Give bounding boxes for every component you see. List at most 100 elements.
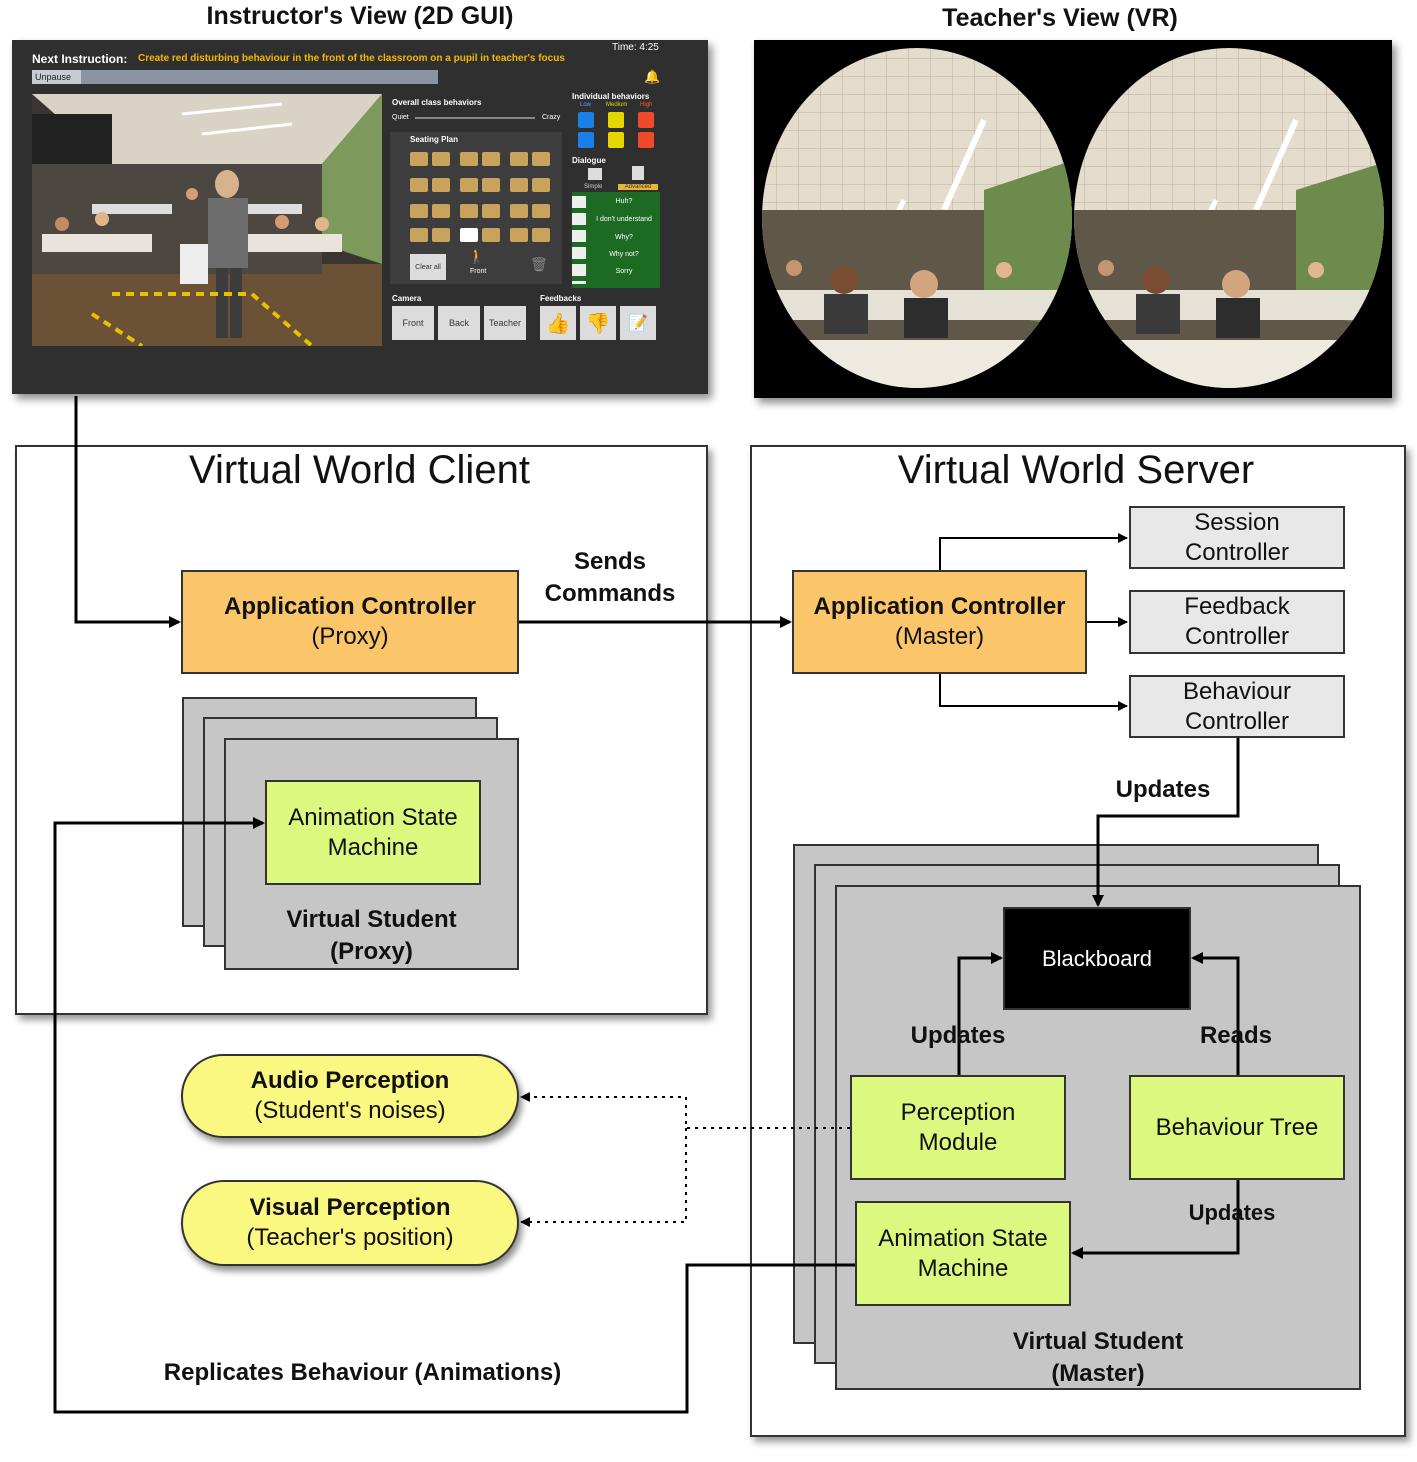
seat[interactable] bbox=[432, 152, 450, 166]
session-controller: Session Controller bbox=[1129, 506, 1345, 569]
behavior-low-2-icon[interactable] bbox=[578, 132, 594, 148]
dialogue-label: Dialogue bbox=[572, 156, 606, 165]
thumbs-up-icon[interactable]: 👍 bbox=[540, 306, 576, 340]
simple-label: Simple bbox=[584, 184, 603, 190]
behavior-medium-2-icon[interactable] bbox=[608, 132, 624, 148]
thumbs-down-icon[interactable]: 👎 bbox=[580, 306, 616, 340]
seat[interactable] bbox=[410, 152, 428, 166]
seat[interactable] bbox=[482, 204, 500, 218]
instructor-view-title: Instructor's View (2D GUI) bbox=[206, 2, 514, 30]
blackboard: Blackboard bbox=[1003, 907, 1191, 1010]
animation-state-machine-proxy: Animation State Machine bbox=[265, 780, 481, 885]
teacher-figure-icon[interactable]: 🚶 bbox=[468, 248, 486, 264]
dialogue-line[interactable]: Sorry bbox=[615, 268, 633, 275]
behavior-high-1-icon[interactable] bbox=[638, 112, 654, 128]
tree-reads-blackboard-arrow bbox=[1191, 952, 1240, 1075]
behavior-medium-1-icon[interactable] bbox=[608, 112, 624, 128]
animation-master-line1: Animation State bbox=[878, 1224, 1048, 1252]
bell-icon[interactable]: 🔔 bbox=[644, 69, 661, 84]
seat[interactable] bbox=[482, 228, 500, 242]
dialogue-line[interactable]: Huh? bbox=[615, 198, 633, 205]
virtual-student-proxy-label: Virtual Student (Proxy) bbox=[224, 904, 519, 969]
hand-icon[interactable] bbox=[632, 166, 644, 180]
timer: Time: 4:25 bbox=[612, 42, 659, 53]
behaviour-line2: Controller bbox=[1184, 707, 1290, 735]
animation-master-line2: Machine bbox=[917, 1254, 1009, 1282]
seat[interactable] bbox=[460, 152, 478, 166]
progress-bar: Unpause bbox=[32, 70, 438, 84]
audio-perception: Audio Perception (Student's noises) bbox=[181, 1054, 519, 1138]
seat[interactable] bbox=[510, 204, 528, 218]
seat[interactable] bbox=[532, 228, 550, 242]
seat[interactable] bbox=[482, 178, 500, 192]
behaviour-to-blackboard-arrow bbox=[1092, 738, 1240, 907]
next-instruction-text: Create red disturbing behaviour in the f… bbox=[138, 53, 565, 64]
camera-teacher-button[interactable]: Teacher bbox=[484, 306, 526, 340]
perception-audio-link bbox=[520, 1092, 850, 1129]
individual-behaviors-label: Individual behaviors bbox=[572, 92, 650, 101]
replicates-behaviour-label: Replicates Behaviour (Animations) bbox=[163, 1359, 562, 1386]
session-line1: Session bbox=[1194, 508, 1280, 536]
seat[interactable] bbox=[410, 228, 428, 242]
seat[interactable] bbox=[510, 152, 528, 166]
student-proxy-line1: Virtual Student bbox=[286, 906, 457, 933]
to-session-arrow bbox=[939, 533, 1128, 570]
app-controller-master: Application Controller (Master) bbox=[792, 570, 1087, 674]
high-label: High bbox=[640, 102, 653, 108]
seat[interactable] bbox=[432, 204, 450, 218]
advanced-tab[interactable]: Advanced bbox=[618, 184, 658, 190]
seat[interactable] bbox=[432, 228, 450, 242]
updates-bt-label: Updates bbox=[1188, 1200, 1276, 1225]
audio-perception-sub: (Student's noises) bbox=[254, 1097, 446, 1124]
seat[interactable] bbox=[532, 152, 550, 166]
dialogue-list: Huh? I don't understand Why? Why not? So… bbox=[572, 192, 660, 288]
clear-all-button[interactable]: Clear all bbox=[410, 254, 446, 280]
seat[interactable] bbox=[432, 178, 450, 192]
sends-commands-label: Sends Commands bbox=[520, 546, 700, 611]
seat[interactable] bbox=[532, 178, 550, 192]
notes-icon[interactable]: 📝 bbox=[620, 306, 656, 340]
replicates-behaviour-arrow bbox=[53, 817, 855, 1414]
perception-visual-link bbox=[520, 1128, 687, 1227]
low-label: Low bbox=[580, 102, 592, 108]
student-proxy-line2: (Proxy) bbox=[330, 938, 413, 966]
camera-label: Camera bbox=[392, 294, 422, 303]
crazy-label: Crazy bbox=[542, 114, 561, 121]
dialogue-line[interactable]: Why? bbox=[615, 234, 633, 241]
behaviour-line1: Behaviour bbox=[1182, 677, 1292, 705]
app-controller-master-name: Application Controller bbox=[813, 593, 1066, 620]
seat[interactable] bbox=[410, 178, 428, 192]
trash-icon[interactable]: 🗑 bbox=[530, 256, 548, 272]
unpause-button[interactable]: Unpause bbox=[32, 70, 81, 84]
seat[interactable] bbox=[410, 204, 428, 218]
teacher-view-title: Teacher's View (VR) bbox=[942, 4, 1178, 32]
seat[interactable] bbox=[482, 152, 500, 166]
dialogue-arrows-icon bbox=[572, 196, 586, 284]
behaviour-tree: Behaviour Tree bbox=[1129, 1075, 1345, 1180]
updates-left-label: Updates bbox=[910, 1022, 1006, 1049]
class-behavior-slider[interactable] bbox=[415, 117, 535, 119]
camera-front-button[interactable]: Front bbox=[392, 306, 434, 340]
seating-plan-label: Seating Plan bbox=[410, 135, 459, 144]
seat[interactable] bbox=[460, 204, 478, 218]
session-line2: Controller bbox=[1184, 538, 1290, 566]
speech-bubble-icon[interactable] bbox=[588, 168, 602, 180]
seat-selected[interactable] bbox=[460, 228, 478, 242]
seat[interactable] bbox=[510, 178, 528, 192]
dialogue-line[interactable]: Why not? bbox=[609, 251, 639, 258]
seat[interactable] bbox=[532, 204, 550, 218]
behavior-low-1-icon[interactable] bbox=[578, 112, 594, 128]
visual-perception-sub: (Teacher's position) bbox=[246, 1224, 454, 1251]
feedback-line1: Feedback bbox=[1184, 593, 1290, 620]
seating-plan-panel: Seating Plan Clear all 🚶 Front 🗑 bbox=[390, 132, 562, 284]
behavior-high-2-icon[interactable] bbox=[638, 132, 654, 148]
perception-line1: Perception bbox=[900, 1098, 1016, 1126]
feedback-controller: Feedback Controller bbox=[1129, 590, 1345, 654]
dialogue-line[interactable]: I don't understand bbox=[596, 216, 652, 223]
perception-to-blackboard-arrow bbox=[957, 952, 1003, 1075]
seat[interactable] bbox=[460, 178, 478, 192]
student-master-line1: Virtual Student bbox=[1012, 1328, 1184, 1355]
seat[interactable] bbox=[510, 228, 528, 242]
camera-back-button[interactable]: Back bbox=[438, 306, 480, 340]
